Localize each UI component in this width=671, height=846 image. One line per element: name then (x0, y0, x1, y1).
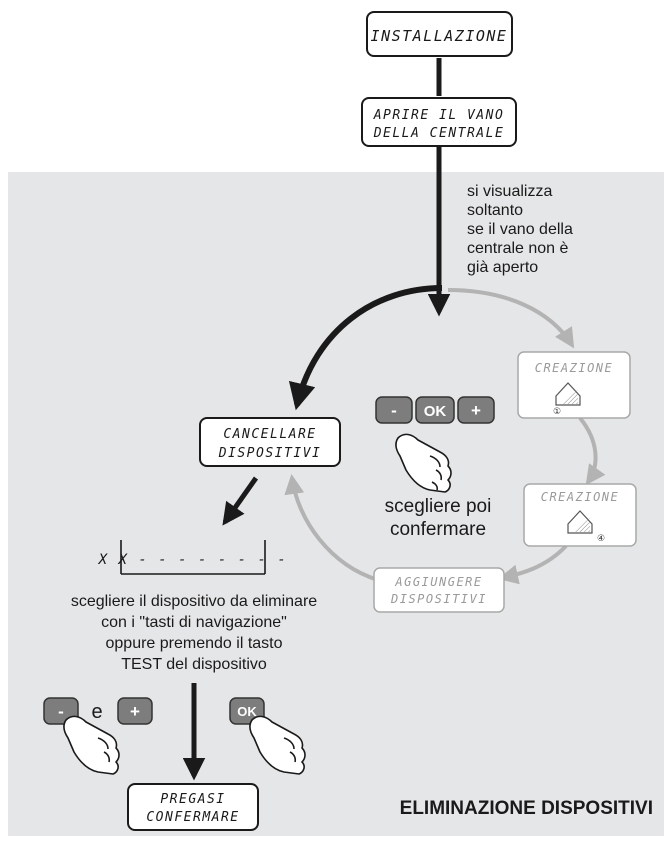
lcd-xx-display: X X - - - - - - - - (98, 540, 288, 575)
choose-confirm-line2: confermare (390, 519, 486, 540)
lcd-creazione-4-text: CREAZIONE (541, 490, 620, 504)
lcd-aprire-line1: APRIRE IL VANO (373, 108, 505, 123)
lcd-cancellare-line2: DISPOSITIVI (218, 446, 322, 461)
zone-1-badge: ① (553, 407, 561, 417)
keypad-bottom-right: OK (229, 697, 306, 775)
cycle-arc-to-cancellare-main (288, 285, 443, 411)
pointing-hand-icon (249, 715, 306, 775)
pointing-hand-icon (63, 715, 120, 775)
minus-key[interactable]: - (375, 396, 413, 424)
lcd-aggiungere-line1: AGGIUNGERE (394, 575, 482, 589)
zone-4-badge: ④ (597, 534, 605, 544)
xx-display-text: X X - - - - - - - - (98, 552, 288, 568)
ok-key-label: OK (237, 704, 257, 719)
note-open-cover-line1: si visualizza (467, 183, 552, 200)
lcd-pregasi: PREGASI CONFERMARE (127, 783, 259, 831)
pointing-hand-icon (395, 433, 452, 493)
lcd-aggiungere: AGGIUNGERE DISPOSITIVI (373, 567, 505, 613)
select-device-instructions: scegliere il dispositivo da eliminare co… (71, 593, 317, 673)
select-device-line1: scegliere il dispositivo da eliminare (71, 593, 317, 610)
lcd-creazione-1-text: CREAZIONE (535, 361, 614, 375)
lcd-aggiungere-line2: DISPOSITIVI (390, 592, 487, 606)
lcd-installazione: INSTALLAZIONE (366, 11, 513, 57)
note-open-cover: si visualizza soltanto se il vano della … (467, 183, 573, 276)
cycle-arc-to-aggiungere (498, 544, 568, 585)
section-title: ELIMINAZIONE DISPOSITIVI (400, 798, 653, 819)
lcd-aprire-line2: DELLA CENTRALE (373, 126, 505, 141)
note-open-cover-line5: già aperto (467, 259, 538, 276)
lcd-pregasi-line2: CONFERMARE (146, 810, 239, 825)
house-icon (555, 382, 581, 406)
note-open-cover-line4: centrale non è (467, 240, 569, 257)
lcd-pregasi-line1: PREGASI (160, 792, 225, 807)
minus-key-label: - (58, 702, 64, 721)
plus-key-label: + (471, 401, 481, 420)
and-label: e (91, 701, 102, 723)
select-device-line2: con i "tasti di navigazione" (101, 614, 287, 631)
ok-key-label: OK (424, 403, 447, 420)
cycle-arc-to-creazione-4 (578, 416, 606, 486)
connector-cancellare-xx (222, 476, 259, 526)
lcd-aprire-vano: APRIRE IL VANO DELLA CENTRALE (361, 97, 517, 147)
plus-key[interactable]: + (117, 697, 153, 725)
lcd-creazione-4: CREAZIONE ④ (523, 483, 637, 547)
ok-key[interactable]: OK (415, 396, 455, 424)
plus-key[interactable]: + (457, 396, 495, 424)
cycle-arc-to-cancellare (284, 474, 379, 582)
keypad-center: - OK + (375, 396, 495, 493)
lcd-creazione-1: CREAZIONE ① (517, 351, 631, 419)
choose-confirm-line1: scegliere poi (385, 496, 492, 517)
house-icon (567, 510, 593, 534)
lcd-installazione-text: INSTALLAZIONE (371, 27, 508, 45)
note-open-cover-line2: soltanto (467, 202, 523, 219)
lcd-cancellare: CANCELLARE DISPOSITIVI (199, 417, 341, 467)
plus-key-label: + (130, 702, 140, 721)
lcd-cancellare-line1: CANCELLARE (223, 427, 316, 442)
keypad-bottom-left: - e + (43, 697, 153, 775)
select-device-line4: TEST del dispositivo (121, 656, 267, 673)
select-device-line3: oppure premendo il tasto (106, 635, 283, 652)
note-open-cover-line3: se il vano della (467, 221, 573, 238)
minus-key-label: - (391, 401, 397, 420)
cycle-arc-to-creazione-1 (447, 288, 575, 349)
